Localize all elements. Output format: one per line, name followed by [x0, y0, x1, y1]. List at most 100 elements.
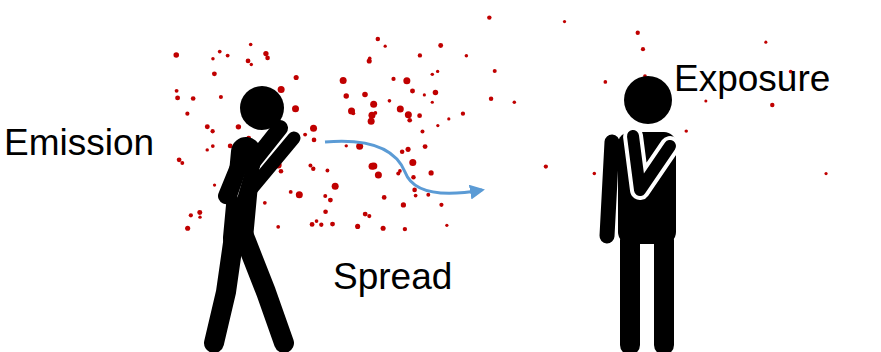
droplet	[401, 202, 406, 207]
droplet	[375, 171, 382, 178]
droplet	[175, 89, 179, 93]
droplet	[263, 201, 267, 205]
droplet	[433, 90, 438, 95]
droplet	[294, 75, 299, 80]
droplet	[226, 54, 230, 58]
droplet	[420, 129, 424, 133]
droplet	[249, 43, 253, 47]
droplet	[403, 77, 410, 84]
droplet	[376, 37, 381, 42]
droplet	[180, 161, 184, 165]
droplet	[411, 175, 415, 179]
droplet	[210, 129, 214, 133]
droplet	[403, 227, 407, 231]
droplet	[400, 149, 405, 154]
droplet	[198, 215, 201, 218]
droplet	[406, 147, 411, 152]
droplet	[279, 169, 284, 174]
droplet	[362, 92, 368, 98]
droplet	[418, 53, 422, 57]
droplet	[303, 133, 307, 137]
droplet	[185, 226, 190, 231]
droplet	[177, 157, 182, 162]
droplet	[213, 183, 216, 186]
droplet	[824, 172, 827, 175]
droplet	[368, 112, 375, 119]
droplet	[417, 113, 422, 118]
droplet	[407, 118, 412, 123]
droplet	[340, 77, 347, 84]
droplet	[289, 190, 293, 194]
droplet	[513, 101, 517, 105]
droplet	[212, 71, 217, 76]
droplet	[405, 111, 412, 118]
droplet	[236, 124, 241, 129]
droplet	[308, 164, 312, 168]
droplet	[410, 89, 415, 94]
droplet	[436, 124, 439, 127]
stage-label: Emission	[4, 124, 154, 161]
droplet	[185, 112, 189, 116]
droplet	[367, 214, 371, 218]
droplet	[326, 169, 330, 173]
droplet	[397, 106, 404, 113]
droplet	[370, 163, 377, 170]
droplet	[311, 167, 315, 171]
droplet	[330, 222, 335, 227]
droplet	[292, 105, 299, 112]
droplet	[351, 111, 355, 115]
stage-label: Spread	[333, 258, 452, 295]
droplet	[636, 31, 640, 35]
droplet	[211, 57, 214, 60]
droplet	[414, 194, 418, 198]
droplet	[423, 93, 426, 96]
droplet	[447, 117, 450, 120]
droplet	[328, 198, 333, 203]
coughing-person	[214, 86, 294, 343]
droplet	[348, 108, 355, 115]
droplet	[197, 210, 202, 215]
droplet	[384, 45, 387, 48]
droplet	[175, 95, 180, 100]
droplet	[398, 169, 402, 173]
exposed-person	[607, 76, 676, 345]
droplet	[563, 20, 566, 23]
droplet	[368, 57, 372, 61]
droplet	[191, 96, 196, 101]
droplet	[355, 224, 360, 229]
droplet	[429, 170, 434, 175]
droplet	[312, 138, 317, 143]
droplet-cloud	[173, 15, 827, 231]
spread-arrow	[325, 141, 482, 193]
droplet	[323, 209, 328, 214]
droplet	[409, 159, 416, 166]
droplet	[381, 226, 386, 231]
droplet	[218, 50, 222, 54]
droplet	[423, 144, 428, 149]
droplet	[173, 52, 179, 58]
stage-label: Exposure	[674, 60, 830, 97]
droplet	[770, 103, 774, 107]
droplet	[368, 118, 375, 125]
droplet	[315, 219, 319, 223]
droplet	[426, 193, 430, 197]
droplet	[431, 73, 434, 76]
droplet	[465, 54, 468, 57]
droplet	[246, 59, 251, 64]
droplet	[388, 99, 392, 103]
droplet	[278, 86, 285, 93]
droplet	[493, 69, 497, 73]
droplet	[276, 225, 280, 229]
droplet	[431, 101, 434, 104]
droplet	[704, 99, 707, 102]
droplet	[265, 56, 270, 61]
droplet	[250, 63, 253, 66]
droplet	[263, 51, 268, 56]
droplet	[296, 191, 303, 198]
droplet	[363, 212, 368, 217]
droplet	[439, 203, 443, 207]
droplet	[310, 222, 315, 227]
droplet	[310, 125, 317, 132]
droplet	[344, 93, 349, 98]
